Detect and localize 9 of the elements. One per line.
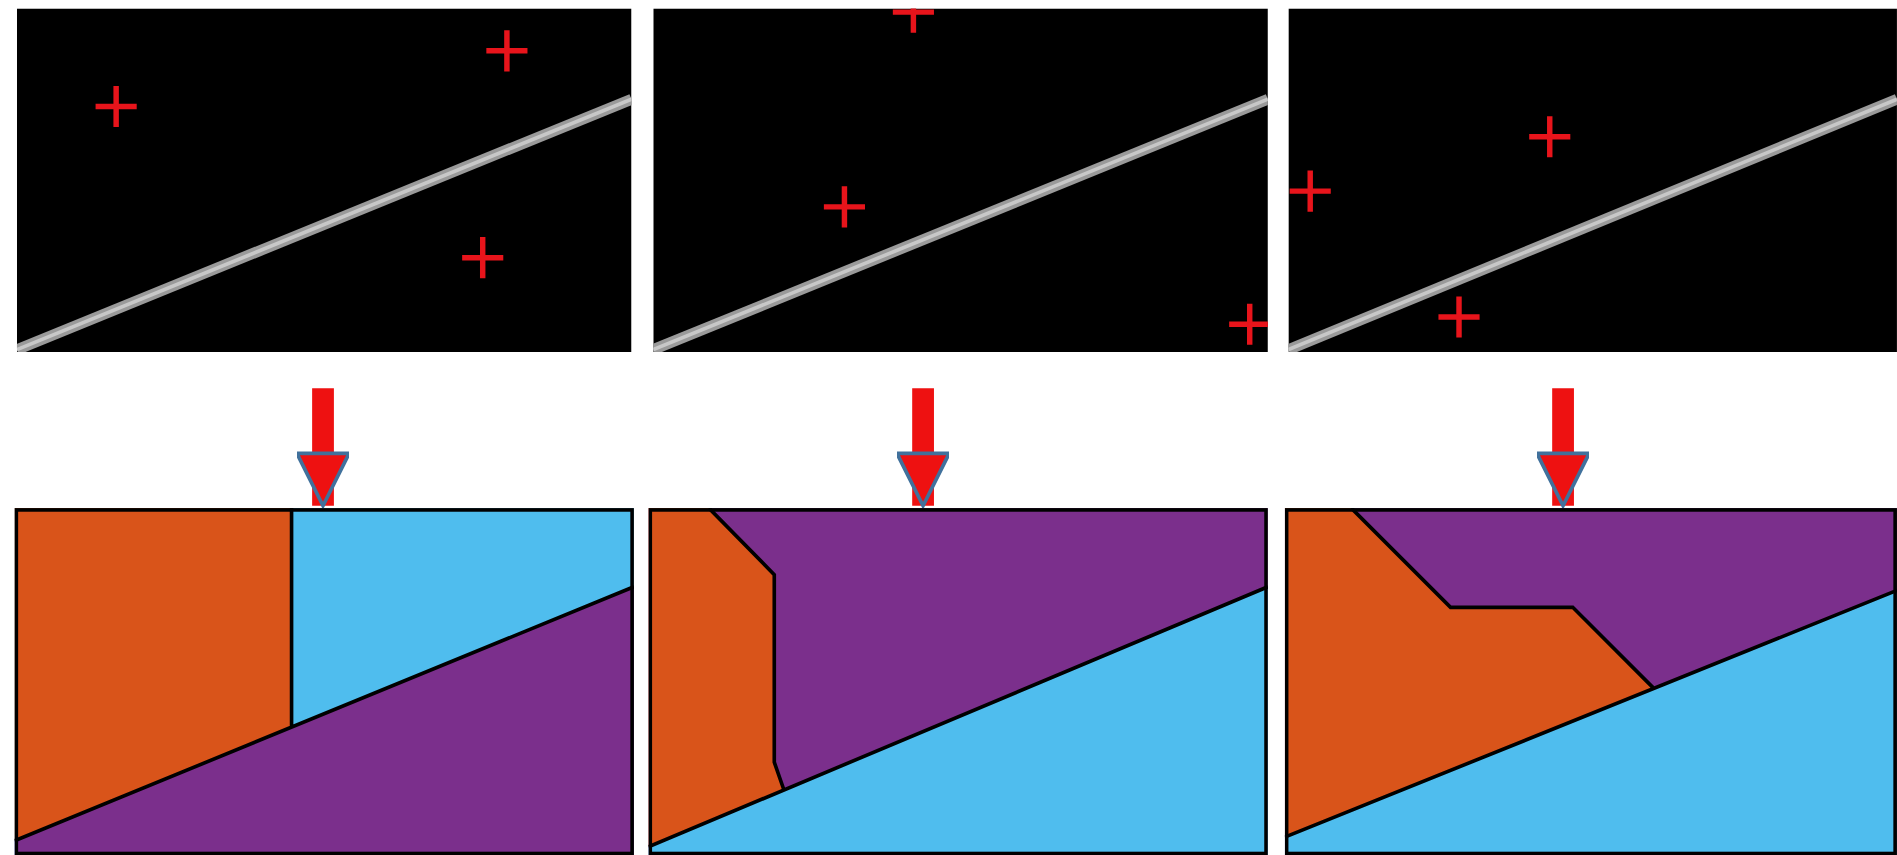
arrow	[1535, 388, 1591, 508]
arrow	[295, 388, 351, 508]
arrow	[895, 388, 952, 508]
scan-image	[653, 8, 1268, 353]
segmentation-map	[648, 508, 1268, 855]
scan-image	[1288, 8, 1897, 353]
segmentation-map	[14, 508, 634, 855]
segmentation-map	[1284, 508, 1897, 855]
scan-image	[16, 8, 632, 353]
